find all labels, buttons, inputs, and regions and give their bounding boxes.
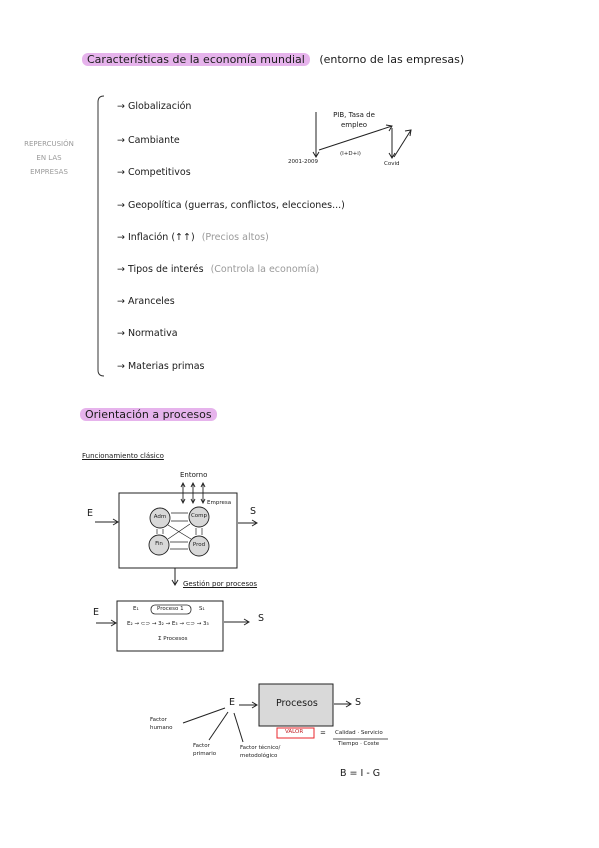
bottom-output-label: S	[355, 697, 362, 708]
procesos-box	[258, 683, 334, 727]
item-normativa: → Normativa	[117, 328, 178, 339]
process-input-label: E	[93, 607, 100, 618]
procesos-label: Procesos	[276, 698, 318, 709]
classic-input-label: E	[87, 508, 94, 519]
node-fin-label: Fin	[155, 541, 163, 547]
item-tipos: → Tipos de interés	[117, 264, 204, 275]
item-inflacion: → Inflación (↑↑)	[117, 232, 195, 243]
node-prod-label: Prod	[192, 542, 206, 548]
classic-title: Funcionamiento clásico	[82, 452, 164, 460]
empresa-label: Empresa	[207, 500, 232, 506]
process-line1-end: S₁	[199, 606, 205, 612]
side-label: REPERCUSIÓN EN LAS EMPRESAS	[20, 137, 78, 179]
process-line1-box: Proceso 1	[157, 606, 184, 612]
factor3-label: Factor técnico/ metodológico	[240, 745, 281, 759]
graph-pib-label: PIB, Tasa de empleo	[333, 111, 375, 129]
factor3-line	[233, 712, 244, 743]
classic-output-label: S	[250, 506, 257, 517]
valor-box	[276, 727, 315, 739]
formula: B = I - G	[340, 768, 381, 779]
classic-box	[118, 492, 238, 569]
node-comp-label: Comp	[190, 513, 208, 519]
process-line2: E₂ → ⊂⊃ → 3₂ → E₃ → ⊂⊃ → 3₃	[127, 621, 209, 627]
proceso-1-pill	[150, 604, 192, 615]
item-inflacion-row: → Inflación (↑↑) (Precios altos)	[117, 232, 269, 243]
factor2-line	[208, 711, 229, 741]
bracket	[97, 95, 105, 377]
graph-right-label: Covid	[384, 161, 400, 167]
graph-trend-line	[318, 125, 393, 151]
process-footer: Σ Procesos	[158, 636, 188, 642]
factor1-label: Factor humano	[150, 717, 173, 731]
valor-label: VALOR	[285, 729, 304, 735]
node-prod	[188, 535, 210, 557]
graph-left-label: 2001-2009	[288, 159, 318, 165]
section2-title: Orientación a procesos	[80, 408, 217, 421]
valor-numerator: Calidad · Servicio	[335, 730, 383, 736]
process-box	[116, 600, 224, 652]
factor2-label: Factor primario	[193, 743, 217, 757]
graph-mid-label: (I+D+i)	[340, 151, 361, 157]
valor-denominator: Tiempo · Coste	[338, 741, 380, 747]
node-comp	[188, 506, 210, 528]
item-inflacion-note: (Precios altos)	[201, 232, 269, 243]
bottom-input-label: E	[229, 697, 236, 708]
item-competitivos: → Competitivos	[117, 167, 191, 178]
section1-title-row: Características de la economía mundial (…	[82, 53, 464, 66]
item-tipos-row: → Tipos de interés (Controla la economía…	[117, 264, 319, 275]
item-tipos-note: (Controla la economía)	[210, 264, 320, 275]
item-cambiante: → Cambiante	[117, 135, 180, 146]
side-label-line2: EN LAS	[36, 154, 62, 162]
process-mgmt-title: Gestión por procesos	[183, 580, 258, 588]
node-adm	[149, 507, 171, 529]
node-fin	[148, 534, 170, 556]
node-adm-label: Adm	[153, 514, 167, 520]
factor1-line	[182, 707, 226, 724]
item-materias-primas: → Materias primas	[117, 361, 205, 372]
valor-equals: =	[320, 729, 326, 737]
section1-subtitle: (entorno de las empresas)	[319, 53, 465, 66]
section2-title-row: Orientación a procesos	[80, 408, 217, 421]
item-globalizacion: → Globalización	[117, 101, 192, 112]
graph-recovery	[393, 129, 412, 158]
process-line1-start: E₁	[133, 606, 139, 612]
side-label-line1: REPERCUSIÓN	[24, 140, 74, 148]
side-label-line3: EMPRESAS	[30, 168, 68, 176]
item-geopolitica: → Geopolítica (guerras, conflictos, elec…	[117, 200, 345, 211]
section1-title: Características de la economía mundial	[82, 53, 310, 66]
item-aranceles: → Aranceles	[117, 296, 175, 307]
process-output-label: S	[258, 613, 265, 624]
entorno-label: Entorno	[180, 471, 208, 479]
